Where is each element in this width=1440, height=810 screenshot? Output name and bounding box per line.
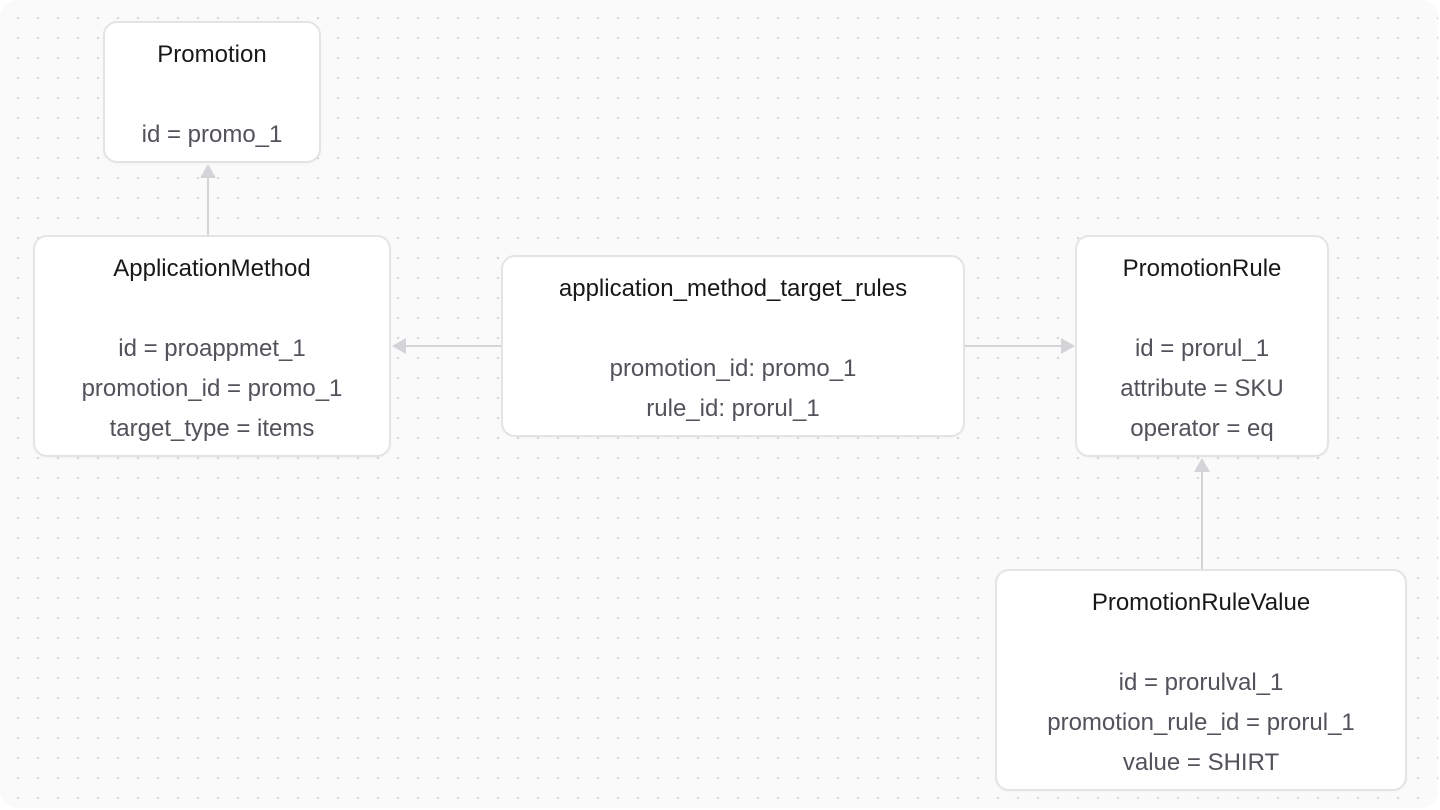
target-rules-field-promotion-id: promotion_id: promo_1 <box>609 355 857 382</box>
promotion-node[interactable]: Promotion id = promo_1 <box>103 21 321 163</box>
promotion-rule-field-attribute: attribute = SKU <box>1120 375 1284 402</box>
promotion-rule-node[interactable]: PromotionRule id = prorul_1 attribute = … <box>1075 235 1329 457</box>
target-rules-title: application_method_target_rules <box>558 275 908 302</box>
promotion-title: Promotion <box>157 41 267 68</box>
application-method-title: ApplicationMethod <box>113 255 311 282</box>
promotion-rule-title: PromotionRule <box>1122 255 1282 282</box>
application-method-field-promotion-id: promotion_id = promo_1 <box>81 375 343 402</box>
promotion-rule-value-field-value: value = SHIRT <box>1122 749 1280 776</box>
application-method-field-id: id = proappmet_1 <box>118 335 306 362</box>
target-rules-field-rule-id: rule_id: prorul_1 <box>646 395 820 422</box>
promotion-rule-value-field-id: id = prorulval_1 <box>1118 669 1284 696</box>
promotion-rule-value-title: PromotionRuleValue <box>1091 589 1311 616</box>
promotion-rule-field-operator: operator = eq <box>1130 415 1274 442</box>
promotion-rule-value-node[interactable]: PromotionRuleValue id = prorulval_1 prom… <box>995 569 1407 791</box>
promotion-rule-value-field-rule-id: promotion_rule_id = prorul_1 <box>1047 709 1355 736</box>
promotion-rule-field-id: id = prorul_1 <box>1134 335 1270 362</box>
target-rules-node[interactable]: application_method_target_rules promotio… <box>501 255 965 437</box>
promotion-field-id: id = promo_1 <box>141 121 283 148</box>
application-method-field-target-type: target_type = items <box>109 415 315 442</box>
application-method-node[interactable]: ApplicationMethod id = proappmet_1 promo… <box>33 235 391 457</box>
